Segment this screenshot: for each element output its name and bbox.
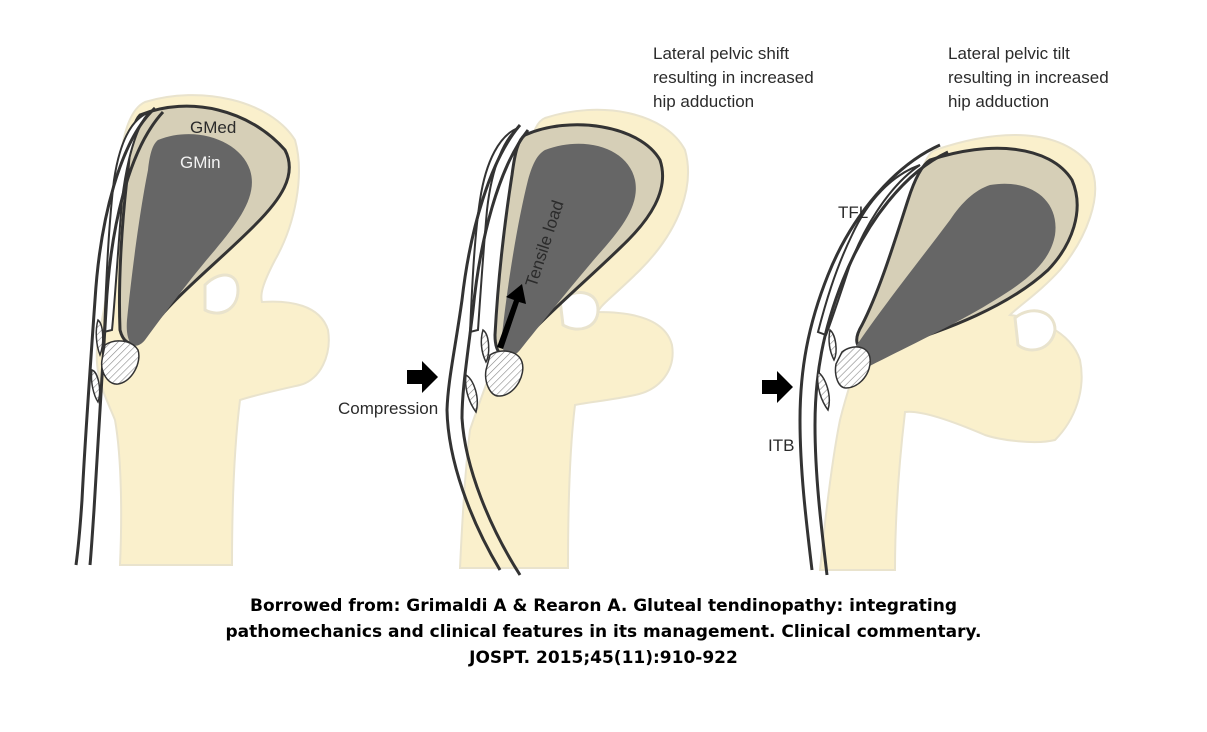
label-gmin: GMin (180, 153, 221, 172)
iliotibial-band (798, 143, 949, 576)
caption-pelvic-shift: Lateral pelvic shift resulting in increa… (653, 44, 814, 111)
citation-line: JOSPT. 2015;45(11):910-922 (469, 648, 738, 668)
citation-line: Borrowed from: Grimaldi A & Rearon A. Gl… (249, 596, 958, 616)
caption-line: resulting in increased (948, 68, 1109, 87)
gluteus-minimus (126, 134, 252, 346)
compression-arrow (762, 371, 793, 403)
gluteus-minimus (501, 143, 636, 356)
trochanter-bursa (816, 328, 871, 412)
panel-pelvic-tilt: TFL ITB Lateral pelvic tilt resulting in… (762, 44, 1109, 576)
label-gmed: GMed (190, 118, 236, 137)
citation: Borrowed from: Grimaldi A & Rearon A. Gl… (0, 593, 1207, 671)
label-compression: Compression (338, 399, 438, 418)
caption-line: Lateral pelvic shift (653, 44, 789, 63)
caption-line: resulting in increased (653, 68, 814, 87)
caption-pelvic-tilt: Lateral pelvic tilt resulting in increas… (948, 44, 1109, 111)
panel-neutral: GMed GMin (74, 94, 330, 566)
trochanter-bursa (90, 318, 140, 404)
trochanter-bursa (464, 328, 524, 414)
gluteus-minimus (847, 183, 1056, 372)
label-itb: ITB (768, 436, 794, 455)
caption-line: hip adduction (653, 92, 754, 111)
compression-arrow (407, 361, 438, 393)
iliotibial-band (445, 124, 530, 576)
label-tfl: TFL (838, 203, 868, 222)
panel-pelvic-shift: Compression Tensile load Lateral pelvic … (338, 44, 814, 576)
tensile-load-arrow (497, 284, 526, 349)
caption-line: Lateral pelvic tilt (948, 44, 1070, 63)
citation-line: pathomechanics and clinical features in … (225, 622, 982, 642)
caption-line: hip adduction (948, 92, 1049, 111)
